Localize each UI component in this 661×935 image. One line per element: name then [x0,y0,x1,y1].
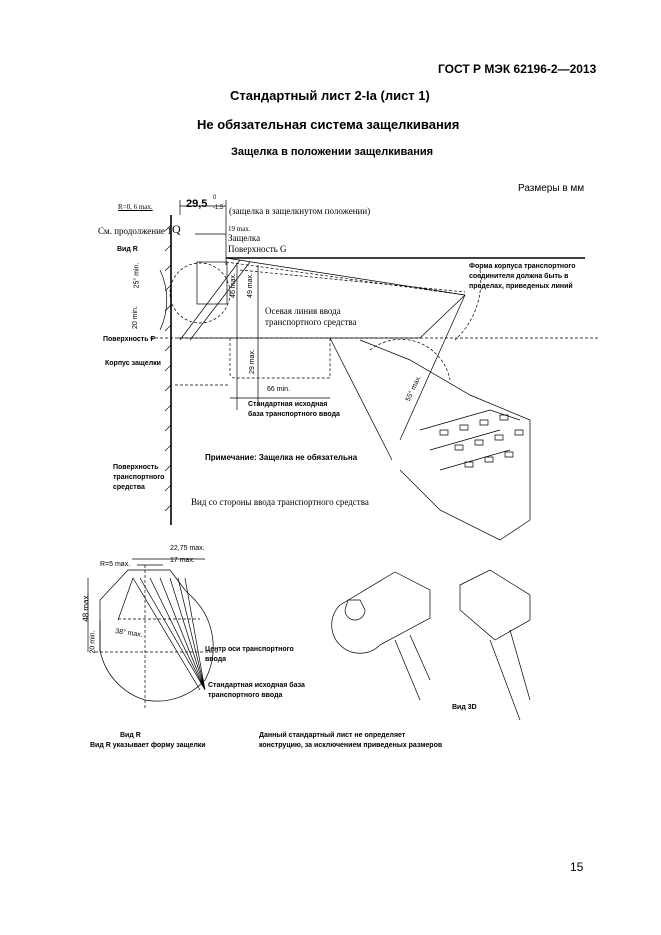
axis-line-2: транспортного средства [265,317,357,327]
front-view-label: Вид R [120,732,141,739]
front-std-base-1: Стандартная исходная база [208,682,305,689]
surface-p-label: Поверхность Р [103,336,156,343]
axis-line-1: Осевая линия ввода [265,306,341,316]
latch-body-label: Корпус защелки [105,360,161,367]
dim-note: (защелка в защелкнутом положении) [229,206,371,216]
view-3d-label: Вид 3D [452,704,477,711]
system-title: Не обязательная система защелкивания [197,117,460,132]
r5-label: R=5 max. [100,561,131,568]
vehicle-surface-1: Поверхность [113,464,159,471]
housing-note-1: Форма корпуса транспортного [469,263,576,270]
vehicle-surface-3: средства [113,484,145,491]
subtitle: Защелка в положении защелкивания [231,146,434,158]
dim-20-front: 20 min. [89,630,97,654]
connector-outline [359,339,531,541]
housing-note-3: пределах, приведеных линий [469,283,573,290]
dim-46: 46 max. [229,273,237,298]
latch-label: Защелка [228,233,261,243]
front-outline [99,569,214,702]
vehicle-surface-2: транспортного [113,474,165,481]
dim-20: 20 min. [131,306,139,329]
std-base-2: база транспортного ввода [248,411,340,418]
dim-49: 49 max. [246,273,254,298]
side-view-caption: Вид со стороны ввода транспортного средс… [191,497,369,507]
dim-17: 17 max. [170,557,195,564]
see-extension: См. продолжение 1 [98,226,172,236]
dim-48: 48 max. [81,593,91,622]
angle-25: 25° min. [133,262,141,289]
3d-view-2 [459,569,531,641]
surface-g-label: Поверхность G [228,244,287,254]
center-label-1: Центр оси транспортного [205,646,294,653]
dim-22-75: 22,75 max. [170,545,205,552]
wall-hatching [164,224,172,512]
units-note: Размеры в мм [518,183,585,194]
std-base-1: Стандартная исходная [248,401,328,408]
3d-view-1 [331,571,431,654]
view-r-label: Вид R [117,246,138,253]
grip-ridges [439,414,524,468]
housing-note-2: соединителя должна быть в [469,273,569,280]
page-number: 15 [570,860,584,874]
standard-number: ГОСТ Р МЭК 62196-2—2013 [438,62,597,76]
dim-66: 66 min. [267,386,290,393]
dim-19: 19 max. [228,225,251,233]
footnote-2: конструцию, за исключением приведеных ра… [259,742,443,749]
dim-tolerance-upper: 0 [213,195,217,201]
front-std-base-2: транспортного ввода [208,692,283,699]
center-label-2: ввода [205,656,227,663]
latch-optional-note: Примечание: Защелка не обязательна [205,453,358,462]
front-view-desc: Вид R указывает форму защелки [90,742,206,749]
dim-tolerance-lower: -1,5 [213,205,224,211]
radius-label: R=0, 6 max. [118,203,153,211]
q-label: Q [172,222,181,236]
sheet-title: Стандартный лист 2-Ia (лист 1) [230,88,430,103]
dim-main: 29,5 [186,198,208,210]
footnote-1: Данный стандартный лист не определяет [259,732,406,739]
dim-29: 29 max. [248,349,256,374]
